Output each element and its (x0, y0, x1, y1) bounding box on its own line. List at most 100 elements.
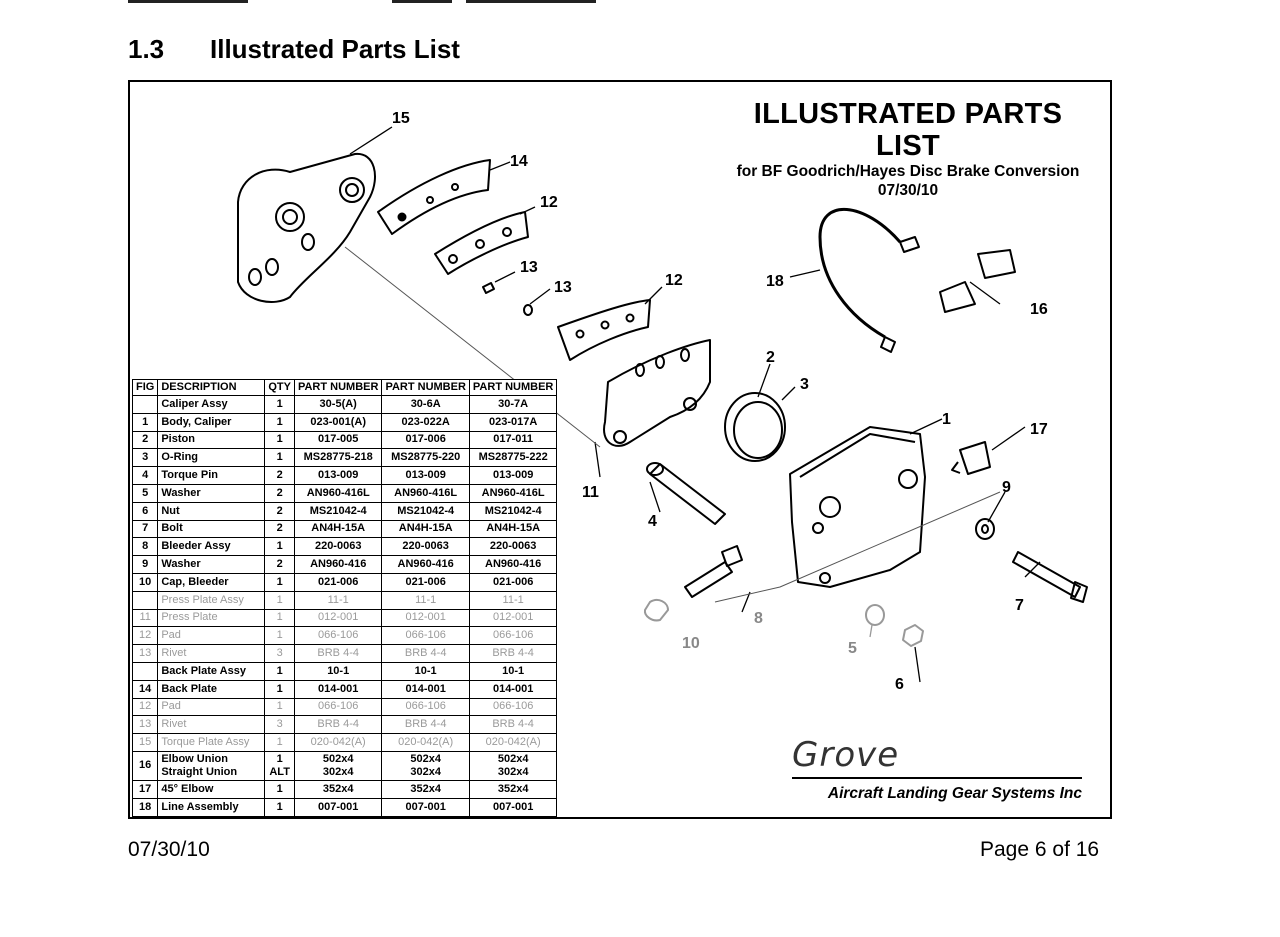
part-number-3-cell: 10-1 (468, 661, 558, 681)
part-number-3-cell: 30-7A (468, 395, 558, 414)
part-number-3-cell: 012-001 (468, 608, 558, 628)
part-number-2-cell: 30-6A (381, 395, 470, 414)
part-number-2-cell: 352x4 (381, 779, 470, 799)
diagram-title: ILLUSTRATED PARTS LIST (753, 98, 1063, 162)
fig-cell: 6 (131, 501, 159, 521)
cell-line: 502x4 (497, 752, 529, 765)
part-number-1-cell: AN960-416L (293, 483, 383, 503)
part-number-2-cell: AN960-416L (381, 483, 470, 503)
qty-cell: 1 (264, 697, 295, 717)
qty-cell: 2 (264, 555, 295, 574)
qty-cell: 1 (264, 395, 295, 414)
callout-18: 18 (766, 273, 784, 290)
qty-cell: 1 (264, 448, 295, 468)
description-cell: Pad (157, 697, 266, 717)
cell-line: 302x4 (410, 765, 441, 778)
part-number-1-cell: 023-001(A) (293, 412, 383, 432)
description-cell: Washer (157, 555, 266, 574)
description-cell: Back Plate (157, 679, 266, 699)
callout-7: 7 (1015, 597, 1024, 614)
part-number-3-cell: 066-106 (468, 697, 558, 717)
part-number-3-cell: MS21042-4 (468, 501, 558, 521)
section-number: 1.3 (128, 34, 165, 64)
callout-4: 4 (648, 513, 657, 530)
part-number-2-cell: MS21042-4 (381, 501, 470, 521)
cell-line: 302x4 (322, 765, 354, 778)
cell-line: 502x4 (322, 752, 354, 765)
callout-1: 1 (942, 411, 951, 428)
part-number-1-cell: 352x4 (293, 779, 383, 799)
qty-cell: 1 (264, 733, 295, 752)
qty-cell: 1 (264, 661, 295, 681)
qty-cell: 3 (264, 715, 295, 735)
part-number-3-cell: 007-001 (468, 797, 558, 817)
part-number-1-cell: BRB 4-4 (293, 644, 383, 663)
fig-cell: 16 (131, 750, 159, 781)
callout-15: 15 (392, 110, 410, 127)
qty-cell: 2 (264, 483, 295, 503)
qty-cell: 1 (264, 537, 295, 557)
section-title: Illustrated Parts List (210, 34, 460, 64)
part-number-2-cell: AN4H-15A (381, 519, 470, 539)
callout-6: 6 (895, 676, 904, 693)
qty-cell: 3 (264, 644, 295, 663)
qty-cell: 1 (264, 430, 295, 450)
description-cell: Pad (157, 626, 266, 646)
part-number-1-cell: 10-1 (293, 661, 383, 681)
callout-13: 13 (520, 259, 538, 276)
part-number-3-cell: MS28775-222 (468, 448, 558, 468)
fig-cell: 14 (131, 679, 159, 699)
torque-plate-shape (237, 152, 376, 303)
pad-shape-lower (557, 299, 651, 361)
qty-cell: 2 (264, 466, 295, 485)
part-number-1-cell: 30-5(A) (293, 395, 383, 414)
cell-line: ALT (269, 765, 290, 778)
description-cell: Line Assembly (157, 797, 266, 817)
col-part-number-2: PART NUMBER (381, 379, 470, 396)
cropped-previous-line (128, 0, 728, 6)
fig-cell (131, 590, 159, 610)
part-number-1-cell: MS28775-218 (293, 448, 383, 468)
part-number-1-cell: AN4H-15A (293, 519, 383, 539)
callout-2: 2 (766, 349, 775, 366)
cell-line: Straight Union (161, 765, 238, 778)
description-cell: Body, Caliper (157, 412, 266, 432)
qty-cell: 2 (264, 501, 295, 521)
part-number-2-cell: 012-001 (381, 608, 470, 628)
part-number-2-cell: 021-006 (381, 572, 470, 592)
part-number-1-cell: 020-042(A) (293, 733, 383, 752)
part-number-1-cell: 021-006 (293, 572, 383, 592)
description-cell: O-Ring (157, 448, 266, 468)
cell-line: 1 (276, 752, 283, 765)
callout-16: 16 (1030, 301, 1048, 318)
fig-cell: 12 (131, 697, 159, 717)
qty-cell: 1 (264, 779, 295, 799)
exploded-brake-drawing: 15 14 12 13 13 12 18 16 2 3 1 17 9 11 4 … (237, 110, 1088, 693)
fig-cell: 13 (131, 715, 159, 735)
footer-date: 07/30/10 (128, 838, 210, 861)
part-number-3-cell: 023-017A (468, 412, 558, 432)
qty-cell: 2 (264, 519, 295, 539)
part-number-2-cell: BRB 4-4 (381, 715, 470, 735)
part-number-1-cell: 066-106 (293, 697, 383, 717)
part-number-3-cell: 013-009 (468, 466, 558, 485)
fig-cell: 17 (131, 779, 159, 799)
